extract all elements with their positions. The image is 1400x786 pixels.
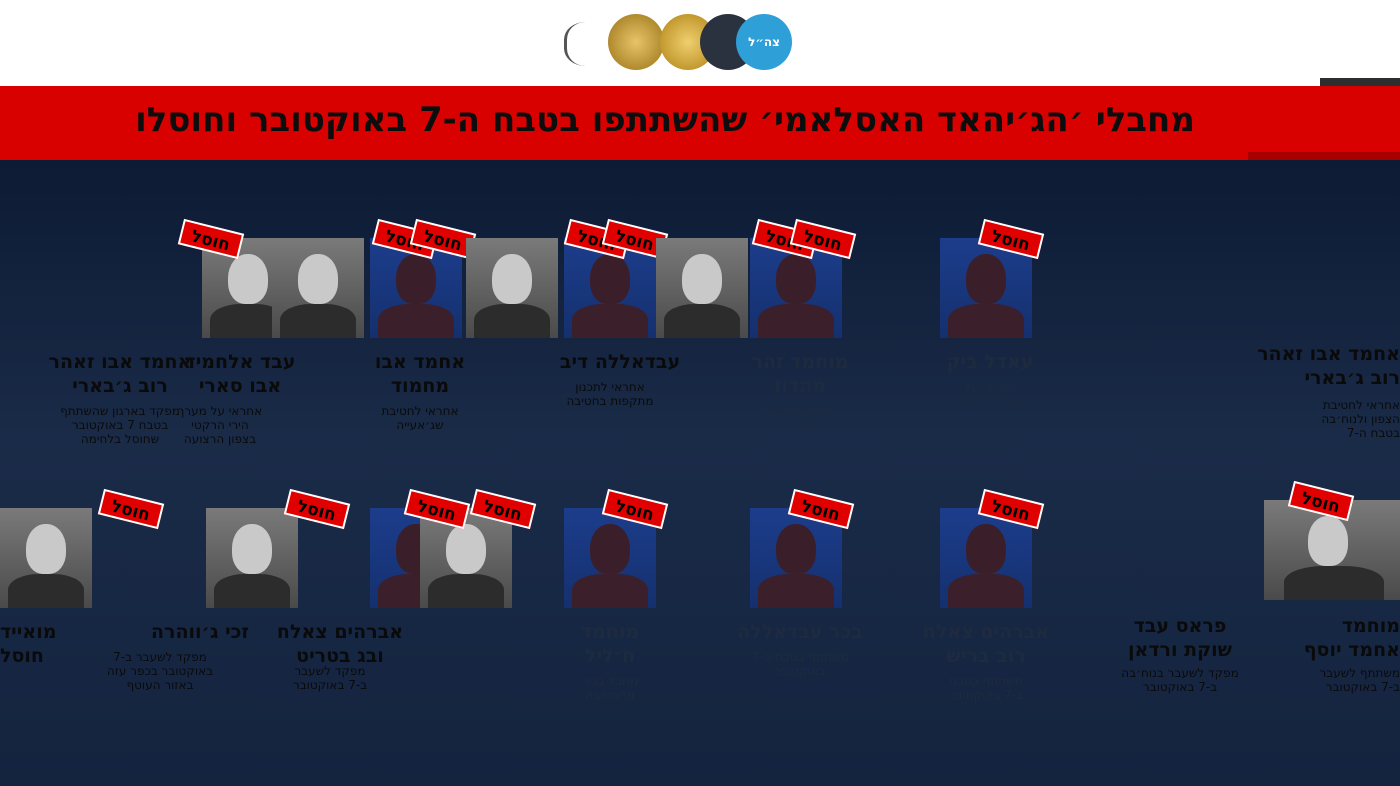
logo-group: צה״ל bbox=[560, 12, 800, 76]
terrorist-desc: משתתף בטבח bbox=[949, 674, 1023, 688]
terrorist-name-2: רוב ג׳בארי bbox=[72, 375, 168, 397]
title-banner bbox=[0, 86, 1400, 160]
terrorist-desc: מפקד לשעבר ב-7 bbox=[113, 650, 207, 664]
terrorist-desc-3: בצפון הרצועה bbox=[183, 432, 257, 446]
profile-photo bbox=[206, 508, 298, 608]
terrorist-desc-2: הירי הרקטי bbox=[191, 418, 249, 432]
terrorist-desc-2: הצפון ולנוח׳בה bbox=[1321, 412, 1400, 426]
terrorist-desc-2: ב-7 באוקטובר bbox=[292, 678, 368, 692]
terrorist-name-2: אבו סארי bbox=[198, 375, 282, 397]
terrorist-name-2: אחמד יוסף bbox=[1303, 639, 1400, 661]
terrorist-desc: אחראי לחטיבת bbox=[1322, 398, 1400, 412]
terrorist-desc-3: באזור העוטף bbox=[126, 678, 194, 692]
terrorist-desc: מפקד בארגון שהשתתף bbox=[60, 404, 180, 418]
terrorist-desc-2: ב-7 באוקטובר bbox=[948, 688, 1024, 702]
terrorist-name-2: מהדוז bbox=[773, 375, 827, 397]
page-title: מחבלי ׳הג׳יהאד האסלאמי׳ שהשתתפו בטבח ה-7… bbox=[135, 100, 1195, 140]
idf-logo-icon: צה״ל bbox=[736, 14, 792, 70]
terrorist-name: אברהים צאלח bbox=[922, 621, 1050, 643]
terrorist-name: אחמד אבו זאהר bbox=[48, 351, 192, 373]
emblem-logo-icon bbox=[608, 14, 664, 70]
terrorist-desc: אחראי על מערך bbox=[177, 404, 263, 418]
terrorist-desc: מפקד לשעבר bbox=[294, 664, 366, 678]
profile-photo bbox=[564, 508, 656, 608]
terrorist-desc-2: רפיח bbox=[787, 418, 813, 432]
terrorist-desc: מפקד לשעבר בנוח׳בה bbox=[1121, 666, 1239, 680]
antenna-logo-icon bbox=[560, 14, 616, 70]
terrorist-desc-2: כוחות הנוח׳בה bbox=[952, 394, 1028, 408]
terrorist-desc: מפקד בחטיבת bbox=[762, 404, 838, 418]
terrorist-desc: אחראי לתכנון bbox=[575, 380, 645, 394]
terrorist-name-2: מחמוד bbox=[390, 375, 450, 397]
terrorist-name: עאדל ביק bbox=[946, 351, 1034, 373]
terrorist-desc-2: מהחטיבה bbox=[585, 688, 635, 702]
terrorist-desc: מחבל בכיר bbox=[581, 674, 639, 688]
terrorist-name: מואייד bbox=[0, 621, 57, 643]
profile-photo bbox=[272, 238, 364, 338]
terrorist-name: עבדאללה דיב bbox=[559, 351, 681, 373]
profile-photo bbox=[466, 238, 558, 338]
terrorist-desc: משתתף בטבח ה-7 bbox=[751, 650, 849, 664]
terrorist-name-2: רוב ג׳בארי bbox=[1304, 367, 1400, 389]
banner-tab bbox=[1320, 78, 1400, 88]
terrorist-desc-3: בטבח ה-7 bbox=[1346, 426, 1400, 440]
terrorist-name: זכי ג׳ווהרה bbox=[150, 621, 250, 643]
terrorist-name: פראס עבד bbox=[1133, 615, 1227, 637]
terrorist-desc-2: בטבח 7 באוקטובר bbox=[71, 418, 169, 432]
profile-photo bbox=[940, 238, 1032, 338]
terrorist-desc: אחראי לחטיבת bbox=[381, 404, 459, 418]
terrorist-desc-2: באוקטובר בכפר עזה bbox=[106, 664, 214, 678]
terrorist-name-2: רוב בריש bbox=[946, 645, 1026, 667]
terrorist-desc-2: באוקטובר bbox=[774, 664, 826, 678]
terrorist-desc-2: שג׳אעייה bbox=[396, 418, 444, 432]
terrorist-desc: משתתף לשעבר bbox=[1319, 666, 1400, 680]
terrorist-name: אחמד אבו זאהר bbox=[1257, 343, 1400, 365]
idf-logo-text: צה״ל bbox=[748, 35, 780, 49]
terrorist-name: עבד אלחמיד bbox=[184, 351, 296, 373]
profile-photo bbox=[0, 508, 92, 608]
terrorist-name-2: ובג בטריט bbox=[296, 645, 384, 667]
terrorist-name: מוחמד bbox=[1341, 615, 1400, 637]
profile-photo bbox=[940, 508, 1032, 608]
terrorist-name: מוחמד bbox=[580, 621, 640, 643]
profile-photo bbox=[420, 508, 512, 608]
terrorist-desc-2: ב-7 באוקטובר bbox=[1325, 680, 1400, 694]
terrorist-name: מוחמד זהר bbox=[751, 351, 849, 373]
terrorist-name: אחמד אבו bbox=[374, 351, 466, 373]
terrorist-name-2: שוקת ורדאן bbox=[1128, 639, 1232, 661]
banner-strip bbox=[1248, 152, 1400, 160]
terrorist-desc-2: מתקפות בחטיבה bbox=[566, 394, 654, 408]
terrorist-desc: אחראי על bbox=[964, 380, 1016, 394]
terrorist-name-2: ח׳ליל bbox=[584, 645, 636, 667]
terrorist-desc-3: שחוסל בלחימה bbox=[80, 432, 160, 446]
terrorist-name-2: חוסל bbox=[0, 645, 44, 667]
terrorist-name: אברהים צאלח bbox=[276, 621, 404, 643]
terrorist-desc-2: ב-7 באוקטובר bbox=[1142, 680, 1218, 694]
terrorist-name: בכר עבדאללה bbox=[737, 621, 863, 643]
profile-photo bbox=[656, 238, 748, 338]
